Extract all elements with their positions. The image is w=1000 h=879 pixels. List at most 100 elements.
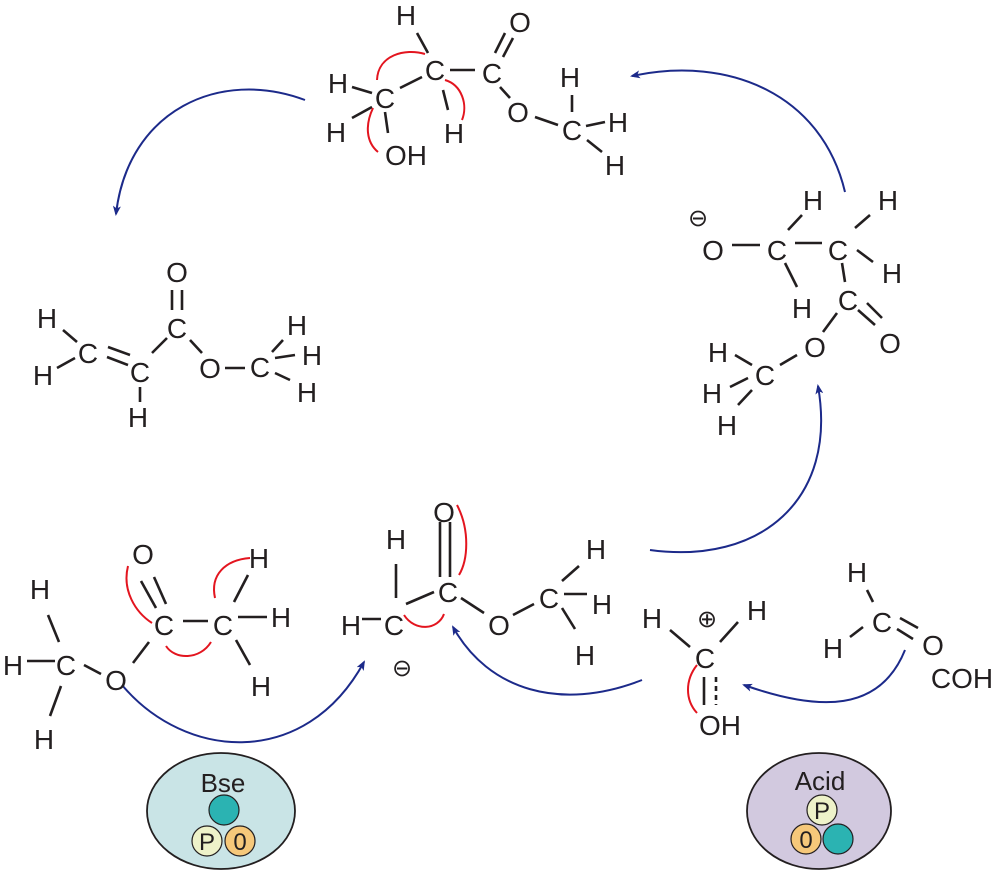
atom: C — [375, 83, 395, 114]
atom: H — [249, 543, 269, 574]
atom: O — [199, 353, 221, 384]
atom: C — [167, 313, 187, 344]
atom: H — [592, 589, 612, 620]
atom: H — [882, 258, 902, 289]
site-label: P — [199, 829, 215, 856]
atom: H — [328, 68, 348, 99]
molecule-enolate: H H C ⊖ C O O C H H H — [341, 497, 612, 682]
electron-arc — [444, 79, 466, 121]
site-label: 0 — [799, 827, 812, 854]
atom: C — [755, 360, 775, 391]
atom: H — [702, 378, 722, 409]
o-site-icon — [790, 823, 822, 855]
o-site-icon — [224, 825, 256, 857]
atom: C — [562, 115, 582, 146]
atom: O — [105, 665, 127, 696]
site-label: P — [814, 798, 830, 825]
positive-charge: ⊕ — [697, 605, 717, 633]
atom: H — [297, 377, 317, 408]
electron-arc — [376, 50, 426, 81]
electron-arc — [687, 664, 698, 714]
electron-arc — [403, 613, 445, 628]
atom: C — [250, 352, 270, 383]
atom: H — [878, 185, 898, 216]
molecule-hydroxy-ester: H C C O H C H OH H O C H H H — [326, 0, 628, 181]
atom: H — [717, 410, 737, 441]
atom: H — [396, 0, 416, 31]
atom: C — [838, 285, 858, 316]
atom: H — [302, 340, 322, 371]
atom: O — [488, 610, 510, 641]
atom: C — [828, 235, 848, 266]
atom: H — [847, 557, 867, 588]
negative-charge: ⊖ — [688, 204, 708, 232]
atom: O — [879, 328, 901, 359]
atom: C — [154, 610, 174, 641]
atom: H — [326, 117, 346, 148]
atom: C — [384, 610, 404, 641]
molecule-formaldehyde: H C H O COH — [823, 557, 993, 694]
molecule-methyl-acrylate: H C H C H C O O C H H H — [33, 257, 322, 433]
atom: C — [425, 55, 445, 86]
molecule-alkoxide: ⊖ O C C H H H H C O O C H H H — [688, 185, 902, 441]
arrow-hydroxyester-to-acrylate — [112, 88, 306, 216]
atom: C — [78, 338, 98, 369]
reaction-arrows — [112, 69, 906, 744]
atom: H — [444, 118, 464, 149]
atom: H — [708, 337, 728, 368]
atom: H — [642, 603, 662, 634]
atom: H — [575, 640, 595, 671]
atom: O — [433, 497, 455, 528]
atom: H — [3, 650, 23, 681]
acid-label: Acid — [795, 766, 846, 796]
atom: C — [767, 235, 787, 266]
arrow-alkoxide-to-hydroxyester — [630, 69, 846, 193]
atom: H — [608, 107, 628, 138]
atom: H — [586, 534, 606, 565]
arrow-formaldehyde-to-carbocation — [742, 649, 906, 704]
negative-charge: ⊖ — [392, 654, 412, 682]
atom: C — [695, 643, 715, 674]
atom: H — [341, 610, 361, 641]
p-site-icon — [191, 825, 223, 857]
atom: H — [560, 62, 580, 93]
atom: O — [509, 7, 531, 38]
acid-catalyst: Acid P 0 — [746, 752, 892, 870]
atom: H — [251, 671, 271, 702]
atom: H — [271, 602, 291, 633]
atom: O — [922, 630, 944, 661]
atom: H — [823, 633, 843, 664]
atom: H — [747, 595, 767, 626]
atom: C — [213, 610, 233, 641]
arrow-acetate-to-enolate — [121, 660, 365, 744]
atom: H — [792, 293, 812, 324]
atom: C — [539, 583, 559, 614]
atom: H — [30, 574, 50, 605]
atom: H — [803, 185, 823, 216]
electron-arc — [366, 107, 379, 153]
atom: O — [166, 257, 188, 288]
atom: O — [132, 539, 154, 570]
molecule-methyl-acetate: H H C H O C O C H H H — [3, 539, 291, 755]
atom: COH — [931, 663, 993, 694]
atom: OH — [699, 710, 741, 741]
atom: C — [56, 650, 76, 681]
atom: H — [605, 150, 625, 181]
site-label: 0 — [233, 829, 246, 856]
active-site-icon — [208, 794, 240, 826]
atom: H — [287, 310, 307, 341]
electron-arc — [213, 557, 251, 599]
atom: H — [34, 724, 54, 755]
atom: OH — [385, 140, 427, 171]
atom: C — [482, 58, 502, 89]
atom: C — [438, 577, 458, 608]
arrow-carbocation-to-enolate — [452, 625, 643, 696]
atom: C — [130, 357, 150, 388]
electron-arc — [165, 641, 212, 657]
electron-arc — [125, 565, 153, 624]
arrow-enolate-to-alkoxide — [649, 384, 824, 554]
atom: O — [507, 97, 529, 128]
atom: H — [386, 524, 406, 555]
base-catalyst: Bse P 0 — [146, 752, 296, 870]
